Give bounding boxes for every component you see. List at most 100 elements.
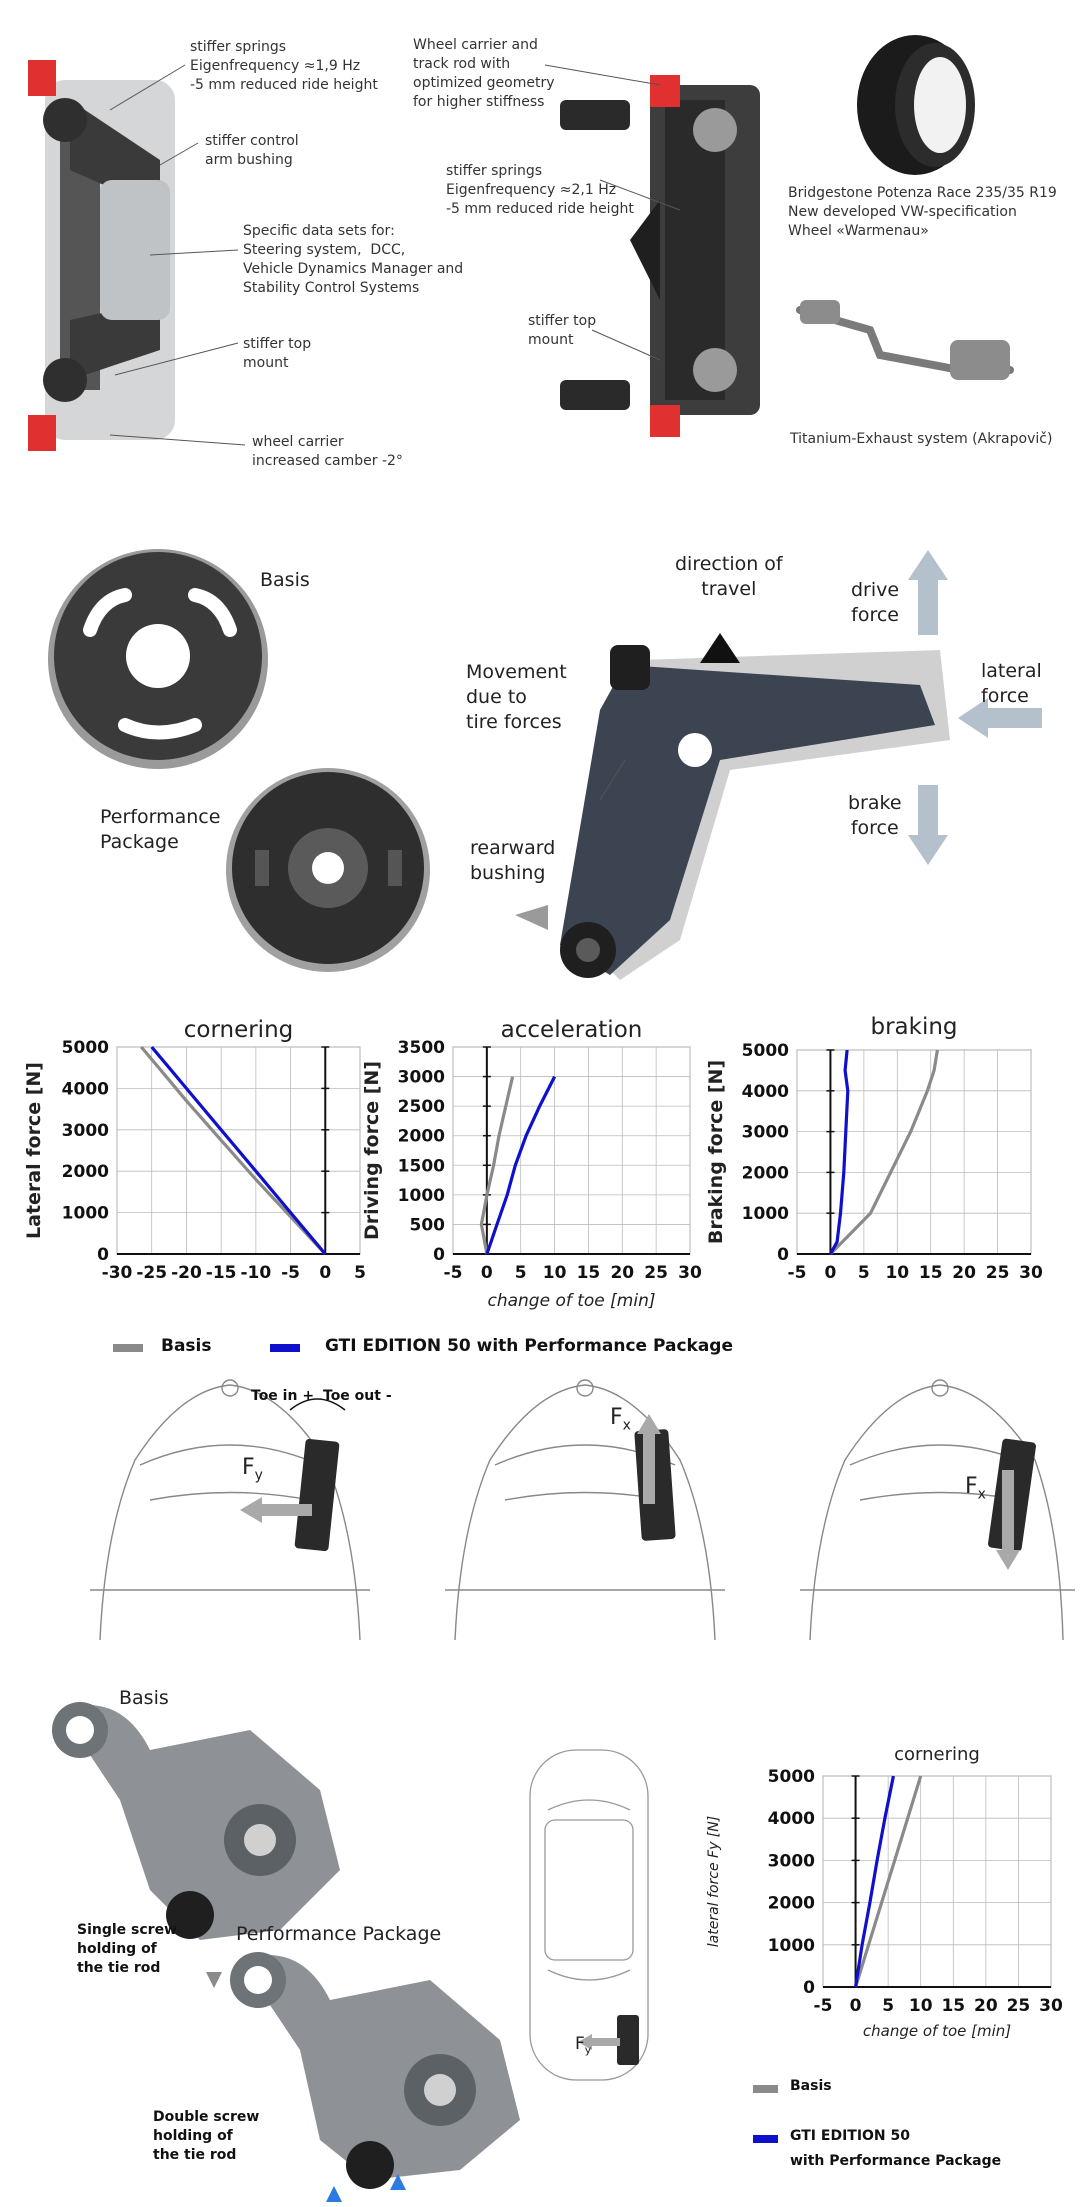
front-label-top-mount: stiffer top mount xyxy=(243,336,312,371)
car-outline-braking xyxy=(800,1379,1075,1641)
y-axis-label: Lateral force [N] xyxy=(23,1062,45,1239)
legend2-gti-swatch xyxy=(753,2135,778,2143)
car-top-wheel xyxy=(617,2015,639,2065)
chart-title: cornering xyxy=(184,1017,294,1043)
control-arm-image xyxy=(560,645,935,978)
series-line-basis xyxy=(854,1775,923,1988)
y-tick-label: 2000 xyxy=(742,1163,789,1183)
drive-force-label: drive force xyxy=(851,579,900,626)
bushing-performance-label: Performance Package xyxy=(100,806,221,853)
chart-title: cornering xyxy=(894,1744,980,1765)
x-tick-label: 0 xyxy=(825,1263,837,1283)
direction-of-travel-label: direction of travel xyxy=(675,553,783,600)
legend2-basis-swatch xyxy=(753,2085,778,2093)
x-tick-label: 0 xyxy=(481,1263,493,1283)
wheel-carrier-section xyxy=(52,1702,649,2202)
legend2-basis-label: Basis xyxy=(790,2078,832,2094)
x-axis-label: change of toe [min] xyxy=(863,2022,1011,2040)
rearward-bushing-arrow xyxy=(515,905,548,930)
x-tick-label: 0 xyxy=(850,1996,862,2016)
y-tick-label: 1000 xyxy=(398,1186,445,1206)
front-axle-image xyxy=(28,60,175,451)
fy-label-top-view: Fy xyxy=(575,2034,592,2057)
front-label-springs: stiffer springs Eigenfrequency ≈1,9 Hz -… xyxy=(190,39,378,93)
series-line-gti xyxy=(828,1049,850,1255)
rear-label-wheel-carrier: Wheel carrier and track rod with optimiz… xyxy=(413,37,555,110)
toe-diagrams xyxy=(90,1379,1075,1641)
double-screw-label: Double screw holding of the tie rod xyxy=(153,2109,260,2163)
x-tick-label: 15 xyxy=(919,1263,943,1283)
x-tick-label: 5 xyxy=(515,1263,527,1283)
y-tick-label: 3000 xyxy=(768,1851,815,1871)
y-tick-label: 3000 xyxy=(742,1123,789,1143)
basis-wheel-carrier-image xyxy=(52,1702,340,1988)
x-tick-label: 25 xyxy=(644,1263,668,1283)
axle-illustrations xyxy=(28,35,1014,451)
x-tick-label: 20 xyxy=(952,1263,976,1283)
y-tick-label: 0 xyxy=(433,1245,445,1265)
x-tick-label: -5 xyxy=(814,1996,833,2016)
toe-in-label: Toe in + xyxy=(251,1388,315,1404)
toe-out-label: Toe out - xyxy=(323,1388,392,1404)
x-tick-label: 25 xyxy=(986,1263,1010,1283)
y-tick-label: 2000 xyxy=(62,1162,109,1182)
fy-arrow xyxy=(240,1497,262,1523)
y-tick-label: 3500 xyxy=(398,1038,445,1058)
legend2-gti-line2: with Performance Package xyxy=(790,2153,1002,2169)
y-tick-label: 1000 xyxy=(768,1936,815,1956)
series-line-gti xyxy=(485,1075,557,1255)
x-tick-label: -30 xyxy=(102,1263,133,1283)
y-tick-label: 2000 xyxy=(398,1127,445,1147)
y-tick-label: 2500 xyxy=(398,1097,445,1117)
front-label-wheel-carrier: wheel carrier increased camber -2° xyxy=(252,434,403,469)
brake-force-arrow xyxy=(908,785,948,865)
basis-bushing-image xyxy=(48,549,268,769)
chart-frame xyxy=(452,1046,691,1255)
x-tick-label: -5 xyxy=(444,1263,463,1283)
x-tick-label: 15 xyxy=(577,1263,601,1283)
x-tick-label: 15 xyxy=(941,1996,965,2016)
y-tick-label: 4000 xyxy=(768,1809,815,1829)
carrier-basis-label: Basis xyxy=(119,1687,169,1709)
x-tick-label: -5 xyxy=(281,1263,300,1283)
x-tick-label: 5 xyxy=(882,1996,894,2016)
fx-label-braking: Fx xyxy=(965,1474,986,1503)
legend-basis-swatch xyxy=(113,1344,143,1352)
chart-frame xyxy=(822,1775,1052,1988)
y-tick-label: 1000 xyxy=(62,1204,109,1224)
series-line-basis xyxy=(479,1076,515,1255)
x-tick-label: 5 xyxy=(354,1263,366,1283)
y-axis-label: Braking force [N] xyxy=(705,1060,727,1244)
y-tick-label: 4000 xyxy=(742,1082,789,1102)
tire-caption: Bridgestone Potenza Race 235/35 R19 New … xyxy=(788,185,1057,239)
x-tick-label: -15 xyxy=(206,1263,237,1283)
series-line-basis xyxy=(140,1045,327,1256)
performance-bushing-image xyxy=(226,768,430,972)
y-tick-label: 0 xyxy=(803,1978,815,1998)
series-line-gti xyxy=(150,1045,327,1256)
direction-triangle xyxy=(700,633,740,663)
y-tick-label: 3000 xyxy=(62,1121,109,1141)
legend2-gti-line1: GTI EDITION 50 xyxy=(790,2128,911,2144)
y-tick-label: 500 xyxy=(410,1215,446,1235)
performance-wheel-carrier-image xyxy=(230,1952,520,2202)
carrier-performance-label: Performance Package xyxy=(236,1923,442,1945)
y-tick-label: 3000 xyxy=(398,1068,445,1088)
drive-force-arrow xyxy=(908,550,948,635)
car-outline-acceleration xyxy=(445,1379,725,1641)
lateral-force-arrow xyxy=(958,698,1042,738)
series-line-basis xyxy=(829,1049,939,1256)
chart-title: braking xyxy=(870,1014,957,1040)
y-tick-label: 1500 xyxy=(398,1156,445,1176)
rear-label-springs: stiffer springs Eigenfrequency ≈2,1 Hz -… xyxy=(446,163,634,217)
y-tick-label: 5000 xyxy=(768,1767,815,1787)
series-line-gti xyxy=(854,1775,895,1988)
y-tick-label: 5000 xyxy=(62,1038,109,1058)
x-tick-label: 20 xyxy=(610,1263,634,1283)
y-axis-label: lateral force Fy [N] xyxy=(706,1816,722,1947)
y-tick-label: 2000 xyxy=(768,1894,815,1914)
movement-label: Movement due to tire forces xyxy=(466,661,567,733)
car-outline-cornering xyxy=(90,1379,370,1641)
wheel-cornering xyxy=(294,1438,340,1552)
